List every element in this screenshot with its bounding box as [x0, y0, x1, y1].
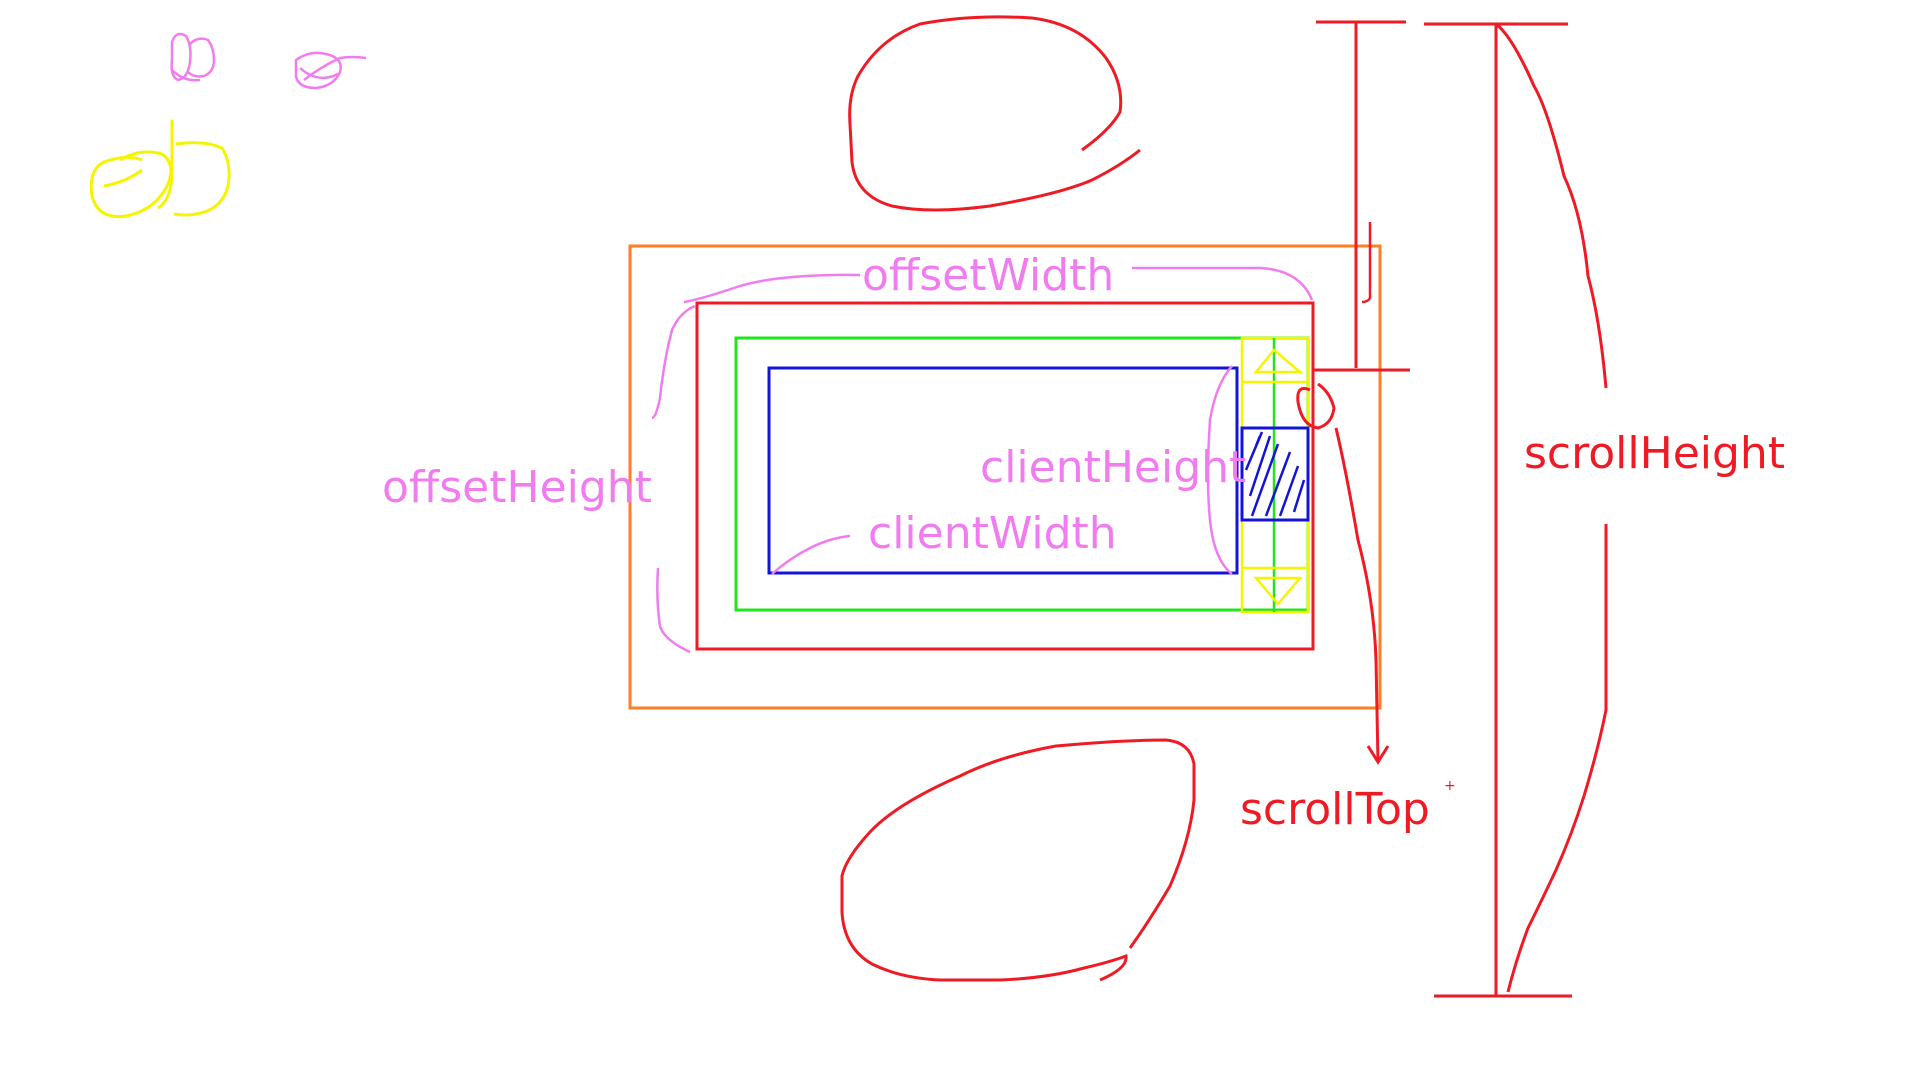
client-width-label: clientWidth: [868, 508, 1117, 559]
scroll-top-arrow: [1296, 368, 1410, 763]
border-box: [695, 301, 1315, 651]
scrollbar-thumb[interactable]: [1240, 426, 1310, 522]
content-box: [767, 366, 1239, 575]
doodle-pink: [170, 32, 367, 90]
offset-height-label: offsetHeight: [382, 462, 652, 513]
scrollbar-thumb-hatch: [1244, 431, 1306, 517]
scroll-top-arrowhead: [1366, 745, 1390, 765]
scroll-top-label: scrollTop: [1240, 784, 1430, 835]
offset-width-label: offsetWidth: [862, 250, 1114, 301]
scroll-top-mark: +: [1444, 778, 1456, 794]
scrollbar[interactable]: [1240, 336, 1310, 614]
margin-box: [628, 244, 1382, 710]
offset-annotations: [651, 266, 1314, 654]
blob-bottom: [840, 738, 1196, 982]
triangle-up-icon[interactable]: [1253, 348, 1304, 374]
triangle-down-icon[interactable]: [1253, 576, 1303, 606]
client-height-label: clientHeight: [980, 442, 1246, 493]
scroll-height-dimension: [1316, 20, 1608, 998]
blob-top: [848, 15, 1141, 212]
scroll-height-label: scrollHeight: [1524, 428, 1785, 479]
doodle-yellow: [89, 120, 231, 219]
margin-box-tick: [1361, 222, 1372, 304]
